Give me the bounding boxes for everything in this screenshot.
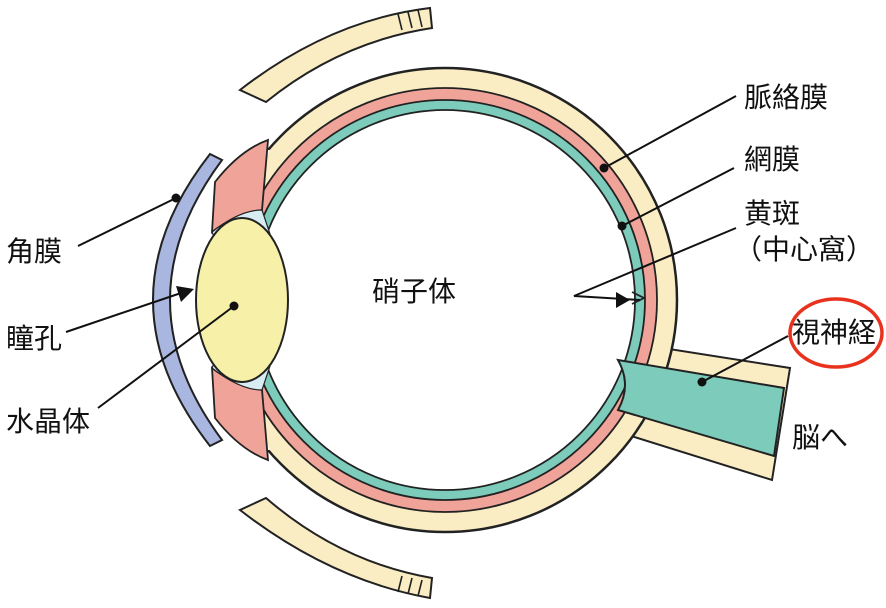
lower-eye-muscle — [238, 496, 434, 600]
muscle-tendon-lines-bottom — [397, 575, 423, 597]
pointer-cornea — [77, 197, 177, 247]
pointer-markers — [171, 163, 707, 387]
label-to-brain: 脳へ — [792, 421, 849, 454]
label-pupil: 瞳孔 — [6, 322, 63, 355]
pointer-lines — [65, 95, 789, 409]
pointer-pupil — [65, 291, 185, 333]
label-choroid: 脈絡膜 — [744, 81, 829, 114]
label-optic-nerve: 視神経 — [792, 316, 877, 349]
dot-optic-nerve — [697, 377, 707, 387]
upper-eye-muscle — [238, 6, 434, 104]
arrowhead-pupil — [176, 286, 194, 302]
cornea — [152, 152, 224, 448]
label-retina: 網膜 — [744, 143, 801, 176]
label-cornea: 角膜 — [6, 235, 63, 268]
label-macula-line1: 黄斑 — [744, 197, 801, 230]
pointer-lens — [97, 305, 235, 409]
lens — [195, 217, 289, 383]
dot-retina — [617, 221, 627, 231]
dot-lens — [229, 301, 239, 311]
fovea-notch — [631, 291, 647, 305]
pointer-optic-nerve — [701, 335, 789, 383]
label-lens: 水晶体 — [6, 405, 91, 438]
label-vitreous: 硝子体 — [372, 275, 457, 308]
pointer-choroid — [603, 95, 737, 169]
arrowhead-macula — [616, 292, 630, 308]
optic-nerve — [616, 358, 786, 458]
label-macula: 黄斑 （中心窩） — [734, 196, 874, 268]
dot-choroid — [599, 163, 609, 173]
muscle-tendon-lines-top — [397, 9, 423, 31]
label-macula-line2: （中心窩） — [734, 233, 875, 266]
pointer-retina — [621, 167, 735, 227]
dot-cornea — [171, 193, 181, 203]
optic-nerve-highlight-ring — [788, 297, 884, 369]
